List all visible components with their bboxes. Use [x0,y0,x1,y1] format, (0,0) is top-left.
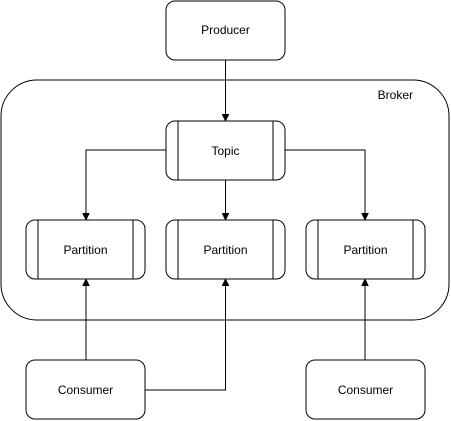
edge-topic-to-partition-1 [86,149,166,220]
producer-label: Producer [201,23,250,37]
consumer-node-1: Consumer [25,359,146,420]
broker-label: Broker [378,88,413,102]
topic-label: Topic [211,144,239,158]
edge-topic-to-partition-3 [285,149,365,220]
consumer-label-1: Consumer [58,383,113,397]
partition-label-3: Partition [343,243,387,257]
consumer-label-2: Consumer [338,383,393,397]
topic-node: Topic [165,120,286,181]
edge-consumer-1-to-partition-2 [145,279,226,391]
partition-label-1: Partition [63,243,107,257]
partition-label-2: Partition [203,243,247,257]
consumer-node-2: Consumer [305,359,426,420]
partition-node-1: Partition [25,219,146,280]
partition-node-3: Partition [305,219,426,280]
producer-node: Producer [165,0,286,61]
partition-node-2: Partition [165,219,286,280]
